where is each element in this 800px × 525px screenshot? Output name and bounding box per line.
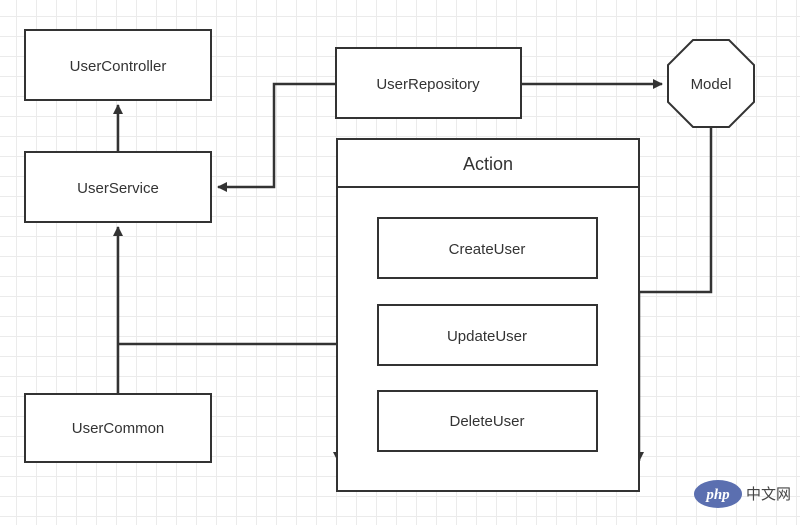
user-repository-label: UserRepository — [376, 76, 480, 93]
model-label: Model — [691, 76, 732, 93]
user-common-label: UserCommon — [72, 420, 165, 437]
create-user-label: CreateUser — [449, 241, 526, 258]
user-service-node: UserService — [24, 151, 212, 223]
user-controller-label: UserController — [70, 58, 167, 75]
model-node: Model — [667, 39, 755, 128]
user-common-node: UserCommon — [24, 393, 212, 463]
site-name-text: 中文网 — [746, 486, 791, 503]
php-logo-icon — [694, 480, 742, 508]
user-repository-node: UserRepository — [335, 47, 522, 119]
model-to-action-arrow — [634, 128, 713, 462]
repository-to-service-arrow — [217, 82, 336, 192]
php-logo-text: php — [704, 487, 730, 503]
delete-user-node: DeleteUser — [377, 390, 598, 452]
create-user-node: CreateUser — [377, 217, 598, 279]
user-controller-node: UserController — [24, 29, 212, 101]
action-title: Action — [463, 154, 513, 174]
update-user-node: UpdateUser — [377, 304, 598, 366]
delete-user-label: DeleteUser — [449, 413, 524, 430]
site-watermark: php 中文网 — [694, 480, 791, 508]
update-user-label: UpdateUser — [447, 328, 527, 345]
user-service-label: UserService — [77, 180, 159, 197]
